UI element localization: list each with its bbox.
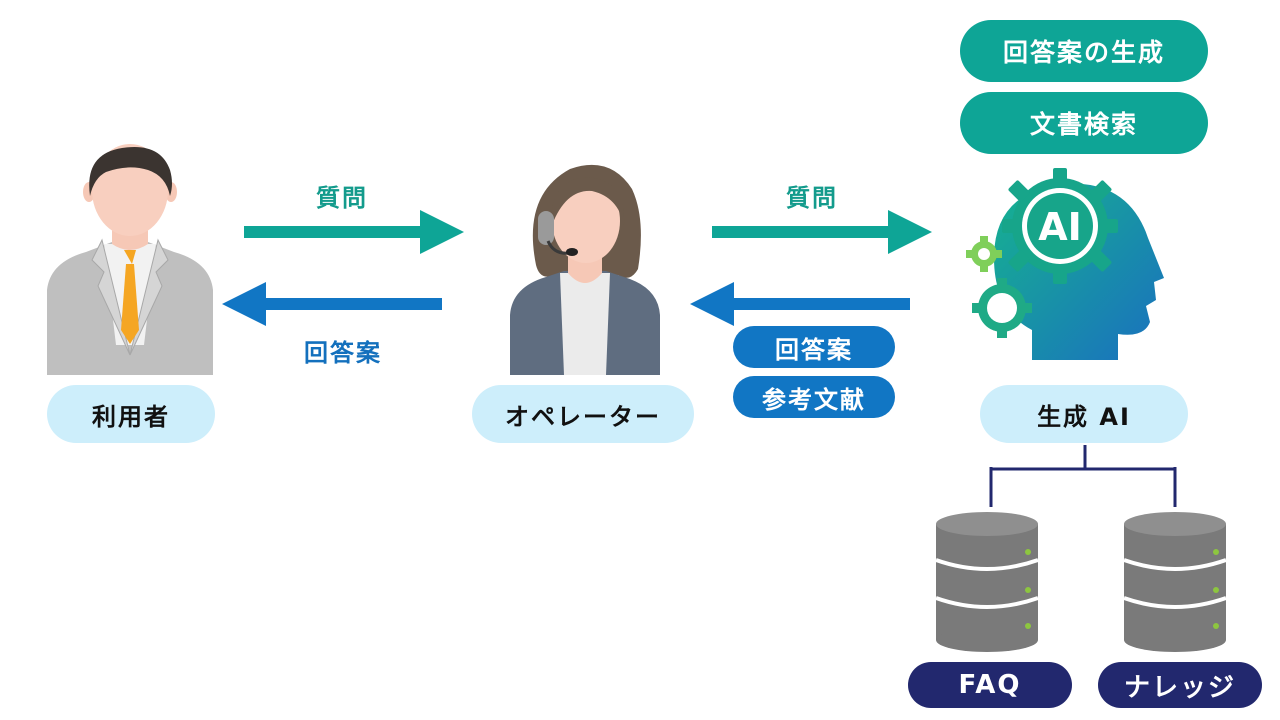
flow-label-question-2: 質問 xyxy=(786,184,838,212)
flow-pill-references: 参考文献 xyxy=(733,376,895,418)
arrow-operator-to-ai xyxy=(712,210,932,254)
database-icon xyxy=(1123,512,1227,652)
function-pill-answer-generation: 回答案の生成 xyxy=(960,20,1208,82)
function-pill-document-search: 文書検索 xyxy=(960,92,1208,154)
flow-pill-answer-draft: 回答案 xyxy=(733,326,895,368)
actor-label-user: 利用者 xyxy=(47,385,215,443)
actor-label-operator: オペレーター xyxy=(472,385,694,443)
actor-label-ai: 生成 AI xyxy=(980,385,1188,443)
database-label-knowledge: ナレッジ xyxy=(1098,662,1262,708)
ai-brain-gear-icon: AI xyxy=(966,168,1164,360)
arrow-user-to-operator xyxy=(244,210,464,254)
ai-badge-text: AI xyxy=(1038,205,1082,249)
arrow-operator-to-user xyxy=(222,282,442,326)
database-connector xyxy=(989,445,1177,507)
database-label-faq: FAQ xyxy=(908,662,1072,708)
flow-label-question-1: 質問 xyxy=(316,184,368,212)
database-icon xyxy=(935,512,1039,652)
arrow-ai-to-operator xyxy=(690,282,910,326)
businessman-icon xyxy=(47,144,213,375)
flow-label-answer-draft-1: 回答案 xyxy=(304,339,382,367)
operator-headset-icon xyxy=(510,164,660,375)
